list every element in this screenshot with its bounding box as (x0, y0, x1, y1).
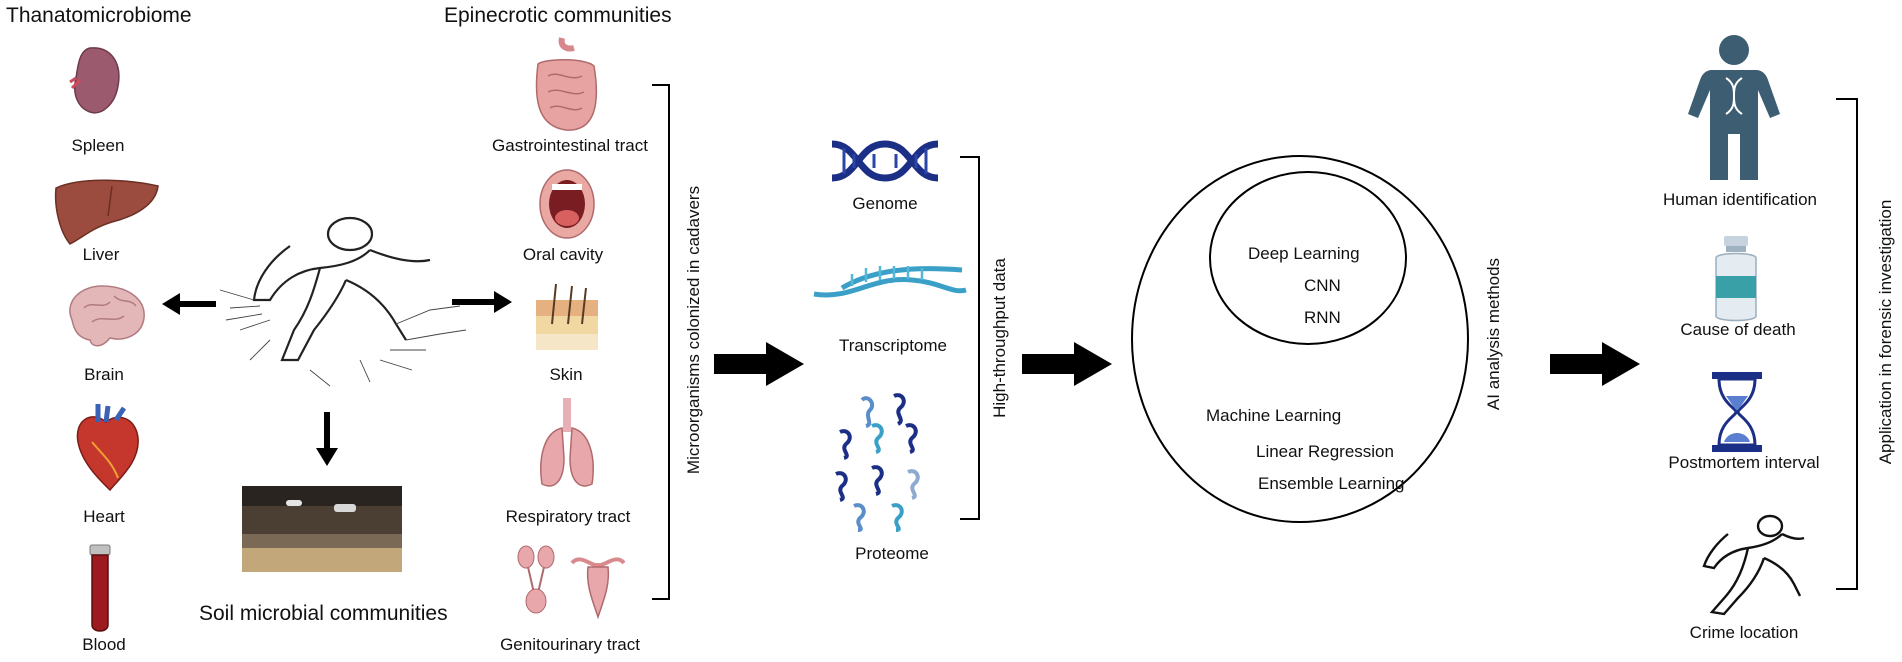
site-label-genitourinary: Genitourinary tract (500, 635, 640, 654)
site-label-skin: Skin (549, 365, 583, 384)
arrow-to-thanatomicrobiome (162, 293, 216, 315)
vial-icon (1715, 236, 1757, 322)
omics-label-transcriptome: Transcriptome (838, 336, 948, 355)
bracket-microorganisms (652, 84, 670, 600)
flow-arrow-1 (714, 342, 804, 386)
ai-methods-circles (1131, 155, 1469, 523)
genitourinary-icon (517, 545, 626, 620)
blood-tube-icon (89, 544, 111, 632)
flow-arrow-3 (1550, 342, 1640, 386)
body-outline-icon (1702, 514, 1805, 616)
site-label-respiratory: Respiratory tract (505, 507, 631, 526)
spleen-icon (69, 47, 120, 114)
bracket-label-application: Application in forensic investigation (1876, 199, 1895, 465)
bracket-label-microorganisms: Microorganisms colonized in cadavers (684, 185, 703, 475)
label-ai-analysis-methods: AI analysis methods (1484, 257, 1503, 411)
bracket-application (1836, 98, 1858, 590)
ai-linear-regression: Linear Regression (1256, 442, 1394, 461)
bracket-label-high-throughput: High-throughput data (990, 258, 1009, 418)
hourglass-icon (1712, 372, 1762, 452)
site-label-oral-cavity: Oral cavity (522, 245, 604, 264)
ai-ensemble-learning: Ensemble Learning (1258, 474, 1405, 493)
app-label-cause-of-death: Cause of death (1680, 320, 1796, 339)
app-label-crime-location: Crime location (1689, 623, 1799, 642)
arrow-to-soil (316, 412, 338, 466)
protein-icon (835, 393, 920, 532)
flow-arrow-2 (1022, 342, 1112, 386)
brain-icon (69, 285, 145, 347)
organ-label-blood: Blood (82, 635, 126, 654)
app-label-postmortem-interval: Postmortem interval (1668, 453, 1820, 472)
organ-label-liver: Liver (82, 245, 120, 264)
bracket-high-throughput (960, 156, 980, 520)
mouth-icon (539, 169, 595, 239)
cadaver-outline-icon (219, 216, 467, 387)
omics-label-proteome: Proteome (855, 544, 929, 563)
dna-icon (831, 140, 939, 182)
site-label-gastrointestinal: Gastrointestinal tract (492, 136, 648, 155)
ai-machine-learning: Machine Learning (1206, 406, 1342, 425)
heart-icon (76, 404, 139, 492)
soil-layers-image (242, 486, 402, 572)
organ-label-brain: Brain (84, 365, 124, 384)
rna-icon (813, 266, 967, 298)
app-label-human-identification: Human identification (1662, 190, 1818, 209)
heading-thanatomicrobiome: Thanatomicrobiome (6, 4, 192, 27)
liver-icon (54, 179, 159, 245)
omics-label-genome: Genome (852, 194, 918, 213)
intestine-icon (535, 37, 598, 131)
heading-soil: Soil microbial communities (199, 602, 448, 625)
human-dna-icon (1688, 35, 1780, 180)
organ-label-heart: Heart (83, 507, 125, 526)
organ-label-spleen: Spleen (71, 136, 125, 155)
arrow-to-epinecrotic (452, 291, 512, 313)
lungs-icon (540, 398, 594, 487)
ai-rnn: RNN (1304, 308, 1341, 327)
ai-deep-learning: Deep Learning (1248, 244, 1360, 263)
ai-cnn: CNN (1304, 276, 1341, 295)
heading-epinecrotic: Epinecrotic communities (444, 4, 672, 27)
skin-icon (536, 283, 598, 350)
